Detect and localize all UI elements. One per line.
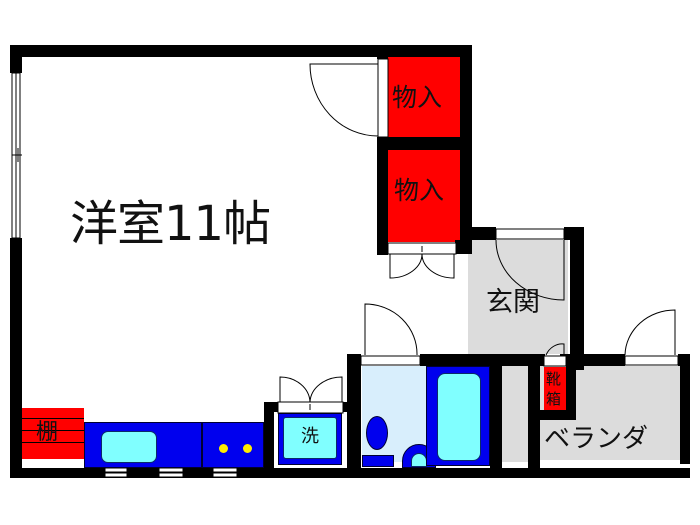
corridor-right-wall bbox=[528, 354, 540, 470]
left-wall-lower bbox=[10, 238, 22, 470]
shoe-box-wall bbox=[540, 410, 570, 420]
burner-icon bbox=[219, 444, 228, 453]
entrance-top-wall-left bbox=[468, 227, 496, 240]
shoe-box-side-wall bbox=[566, 354, 576, 420]
top-wall bbox=[10, 45, 472, 57]
closet-1-label: 物入 bbox=[392, 83, 443, 112]
entrance-right-wall bbox=[570, 227, 584, 370]
closet-left-wall bbox=[377, 137, 388, 255]
shoe-box-label: 靴箱 bbox=[546, 370, 562, 408]
entrance-label: 玄関 bbox=[486, 287, 540, 318]
corridor-floor bbox=[502, 366, 528, 462]
closet-divider bbox=[377, 137, 472, 150]
western-room-label: 洋室11帖 bbox=[70, 196, 271, 252]
sink-basin bbox=[101, 431, 157, 463]
closet-1: 物入 bbox=[388, 57, 460, 137]
washer-label: 洗 bbox=[301, 426, 319, 447]
stove-counter bbox=[202, 422, 264, 468]
washbasin bbox=[402, 444, 436, 468]
washer-wall-top-left bbox=[264, 402, 278, 412]
veranda-right-wall bbox=[680, 354, 690, 464]
closet-2-label: 物入 bbox=[394, 176, 445, 205]
left-wall-upper bbox=[10, 45, 22, 73]
veranda-top-wall-left bbox=[560, 354, 625, 366]
bathtub bbox=[426, 366, 490, 466]
bathtub-basin bbox=[437, 373, 481, 461]
burner-icon bbox=[243, 444, 252, 453]
veranda-label: ベランダ bbox=[544, 424, 649, 454]
entrance-floor bbox=[468, 240, 568, 354]
closet-bottom-right bbox=[455, 240, 472, 254]
bath-right-wall bbox=[490, 354, 502, 470]
toilet-bowl bbox=[366, 416, 388, 450]
bath-top-wall-mid bbox=[420, 354, 545, 366]
veranda-bottom-white bbox=[542, 460, 680, 468]
shelf: 棚 bbox=[22, 408, 84, 462]
closet-2: 物入 bbox=[388, 150, 460, 242]
bath-left-wall bbox=[347, 354, 361, 470]
closet-left-wall-upper bbox=[377, 45, 388, 59]
bottom-wall bbox=[10, 468, 690, 478]
kitchen-sink-counter bbox=[84, 422, 202, 468]
shoe-box: 靴箱 bbox=[544, 367, 566, 411]
washer-wall-left bbox=[264, 402, 274, 470]
shelf-label: 棚 bbox=[36, 420, 59, 445]
toilet-tank bbox=[362, 455, 394, 467]
washer-wall-top-right bbox=[343, 402, 349, 412]
